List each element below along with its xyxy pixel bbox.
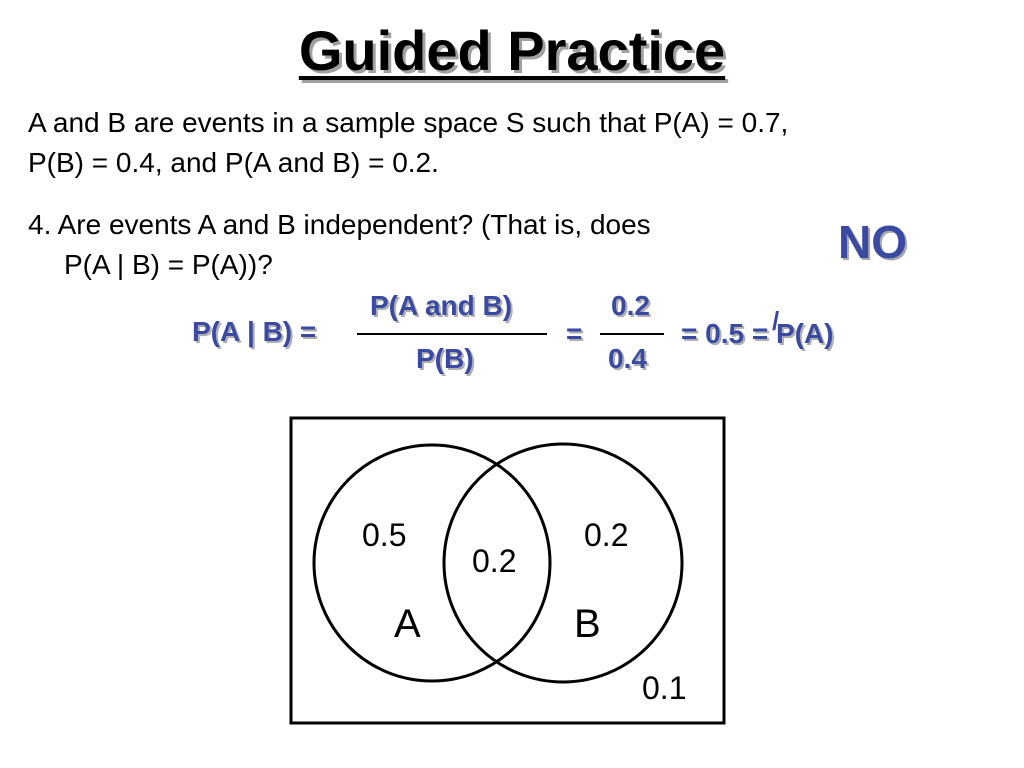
intro-line-1: A and B are events in a sample space S s… — [28, 107, 789, 138]
intro-line-2: P(B) = 0.4, and P(A and B) = 0.2. — [28, 147, 439, 178]
formula-equals: = — [566, 318, 583, 349]
intersection-value: 0.2 — [472, 543, 517, 579]
problem-statement: A and B are events in a sample space S s… — [28, 103, 998, 183]
slide-title: Guided Practice — [298, 19, 726, 82]
label-a: A — [394, 602, 421, 646]
formula-denominator: P(B) — [416, 343, 474, 374]
only-a-value: 0.5 — [362, 517, 407, 553]
formula-num-value: 0.2 — [611, 290, 650, 321]
formula-numerator: P(A and B) — [370, 290, 513, 321]
question-line-1: 4. Are events A and B independent? (That… — [28, 209, 651, 240]
fraction-bar-1 — [357, 333, 547, 335]
label-b: B — [574, 602, 601, 646]
fraction-bar-2 — [600, 333, 664, 335]
outside-value: 0.1 — [642, 670, 687, 706]
formula-result: = 0.5 = P(A) — [681, 318, 834, 349]
answer-text: NO — [838, 216, 907, 268]
question-4: 4. Are events A and B independent? (That… — [28, 205, 808, 285]
circle-b — [442, 442, 684, 684]
formula-den-value: 0.4 — [608, 343, 647, 374]
formula-lhs: P(A | B) = — [192, 316, 317, 347]
only-b-value: 0.2 — [584, 517, 629, 553]
not-equal-slash: / — [772, 306, 780, 336]
sample-space-box — [289, 416, 726, 725]
question-line-2: P(A | B) = P(A))? — [64, 249, 273, 280]
circle-a — [312, 443, 552, 683]
